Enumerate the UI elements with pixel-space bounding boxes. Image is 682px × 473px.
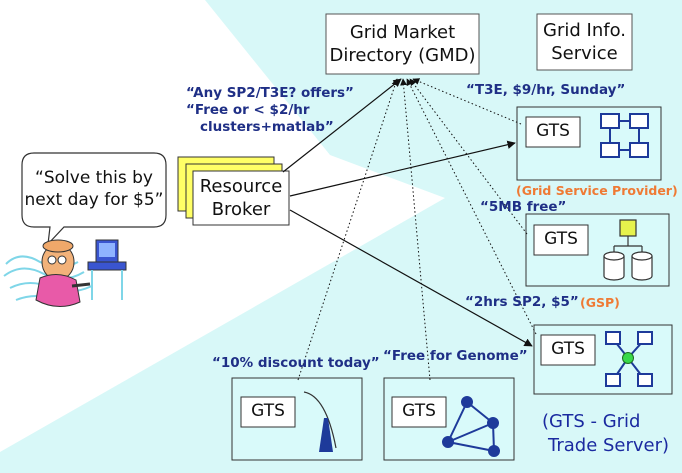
gts-label-box-1: [525, 116, 581, 148]
broker-query-line3: clusters+matlab”: [200, 119, 334, 135]
telescope-icon: [303, 391, 337, 452]
storage-icon: [603, 219, 653, 281]
user-at-computer-icon: [3, 239, 127, 307]
broker-to-gmd-arrow: [282, 78, 402, 173]
gmd-title-line1: Grid Market: [349, 22, 456, 43]
gts-label-5: GTS: [402, 401, 436, 421]
offer-discount: “10% discount today”: [212, 355, 380, 371]
gts-legend-line1: (GTS - Grid: [542, 411, 641, 432]
gts-label-1: GTS: [536, 121, 570, 141]
user-request-line1: “Solve this by: [35, 168, 153, 188]
gts-label-box-3: [540, 334, 596, 366]
broker-box: [192, 170, 290, 226]
broker-title-line2: Broker: [211, 199, 271, 220]
gts1-offer-arrow: [412, 78, 522, 125]
broker-query-line1: “Any SP2/T3E? offers”: [186, 85, 354, 101]
offer-5mb-free: “5MB free”: [480, 199, 567, 215]
user-request-line2: next day for $5”: [24, 190, 164, 210]
broker-title-line1: Resource: [199, 176, 283, 197]
provider-label-short: (GSP): [580, 295, 620, 310]
offer-t3e: “T3E, $9/hr, Sunday”: [466, 82, 626, 98]
offer-sp2: “2hrs SP2, $5”: [465, 294, 579, 310]
gts2-offer-arrow: [409, 78, 528, 235]
gts-label-4: GTS: [251, 401, 285, 421]
broker-title: Resource Broker: [193, 175, 289, 221]
offer-arrows: [297, 78, 537, 381]
speech-bubble: [21, 152, 167, 246]
gis-title-line2: Service: [551, 43, 618, 64]
gmd-title: Grid Market Directory (GMD): [326, 21, 479, 67]
gts-label-box-5: [391, 396, 447, 428]
broker-to-gts3-arrow: [289, 209, 533, 347]
offer-genome: “Free for Genome”: [383, 348, 528, 364]
gts-legend-line2: Trade Server): [548, 435, 670, 456]
gts4-offer-arrow: [297, 78, 399, 381]
user-request: “Solve this by next day for $5”: [24, 167, 164, 211]
graph-icon: [442, 396, 500, 457]
gts-label-box-4: [240, 396, 296, 428]
provider-label-full: (Grid Service Provider): [516, 183, 678, 198]
gts-label-2: GTS: [544, 229, 578, 249]
gmd-box: [325, 13, 480, 75]
gis-box: [536, 13, 633, 71]
gis-title: Grid Info. Service: [537, 19, 632, 65]
network-node-icon: [605, 331, 653, 387]
gts-legend: (GTS - Grid Trade Server): [542, 410, 669, 458]
gmd-title-line2: Directory (GMD): [329, 45, 476, 66]
broker-query-arrows: [282, 78, 533, 347]
gts-label-box-2: [533, 224, 589, 256]
server-cluster-icon: [600, 113, 649, 158]
gts-label-3: GTS: [551, 339, 585, 359]
broker-to-gts1-arrow: [289, 140, 516, 197]
broker-query: “Any SP2/T3E? offers” “Free or < $2/hr c…: [186, 85, 354, 136]
broker-query-line2: “Free or < $2/hr: [186, 102, 310, 118]
gis-title-line1: Grid Info.: [543, 20, 626, 41]
